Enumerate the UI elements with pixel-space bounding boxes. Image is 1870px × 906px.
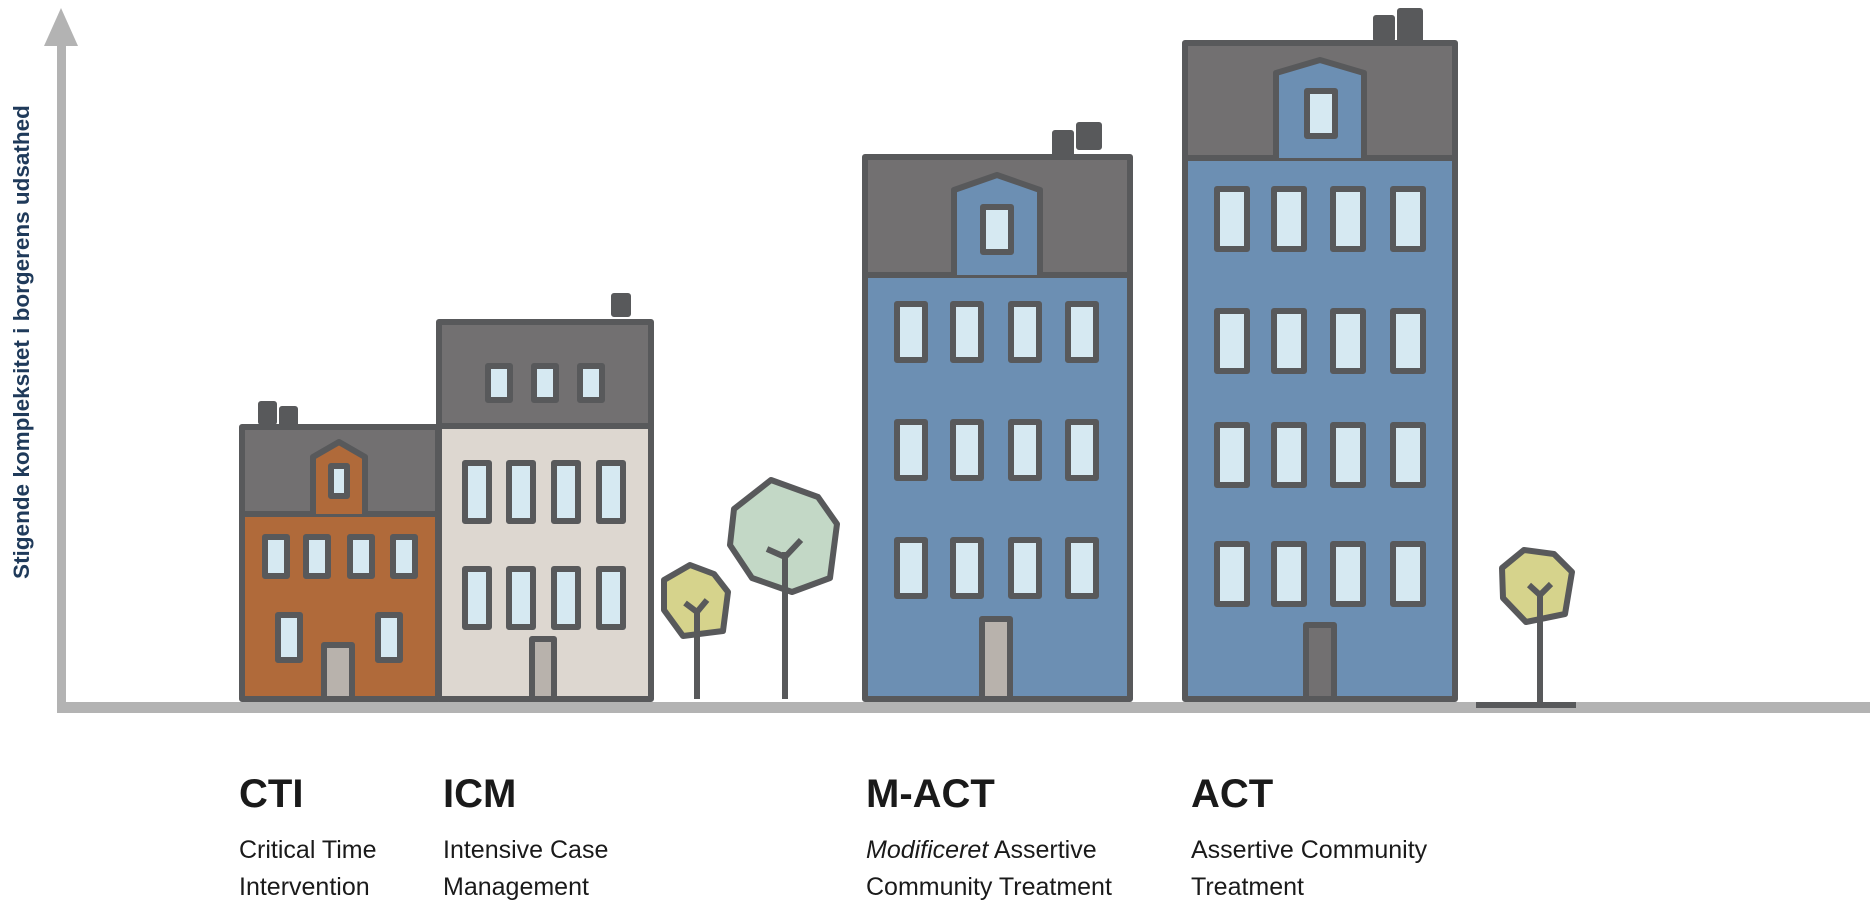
icm-desc-line1: Intensive Case [443, 836, 609, 864]
cti-desc-line1: Critical Time [239, 836, 377, 864]
label-cti: CTI Critical Time Intervention [239, 770, 377, 906]
cti-building [239, 401, 441, 702]
m-act-desc-line1: Modificeret Assertive [866, 832, 1112, 869]
label-act: ACT Assertive Community Treatment [1191, 770, 1427, 906]
act-description: Assertive Community Treatment [1191, 832, 1427, 906]
icm-description: Intensive Case Management [443, 832, 608, 906]
y-axis [57, 38, 66, 712]
m-act-building [862, 122, 1133, 702]
cti-description: Critical Time Intervention [239, 832, 377, 906]
m-act-title: M-ACT [866, 772, 995, 816]
act-building [1182, 8, 1458, 702]
cti-desc-line2: Intervention [239, 873, 370, 901]
small-yellow-tree [661, 562, 731, 699]
act-desc-line2: Treatment [1191, 873, 1305, 901]
green-tree [727, 477, 840, 699]
label-icm: ICM Intensive Case Management [443, 770, 608, 906]
m-act-desc-line2: Community Treatment [866, 873, 1112, 901]
icm-title: ICM [443, 772, 517, 816]
y-axis-arrow-head [44, 8, 78, 46]
icm-desc-line2: Management [443, 873, 589, 901]
m-act-desc-italic: Modificeret [866, 836, 989, 864]
label-m-act: M-ACT Modificeret Assertive Community Tr… [866, 770, 1112, 906]
m-act-description: Modificeret Assertive Community Treatmen… [866, 832, 1112, 906]
y-axis-label: Stigende kompleksitet i borgerens udsath… [9, 105, 34, 579]
act-title: ACT [1191, 772, 1274, 816]
act-desc-line1: Assertive Community [1191, 836, 1428, 864]
right-yellow-tree [1476, 547, 1576, 708]
cti-title: CTI [239, 772, 304, 816]
icm-building [436, 293, 654, 702]
x-axis [57, 702, 1870, 713]
m-act-desc-line1-rest: Assertive [988, 836, 1097, 864]
